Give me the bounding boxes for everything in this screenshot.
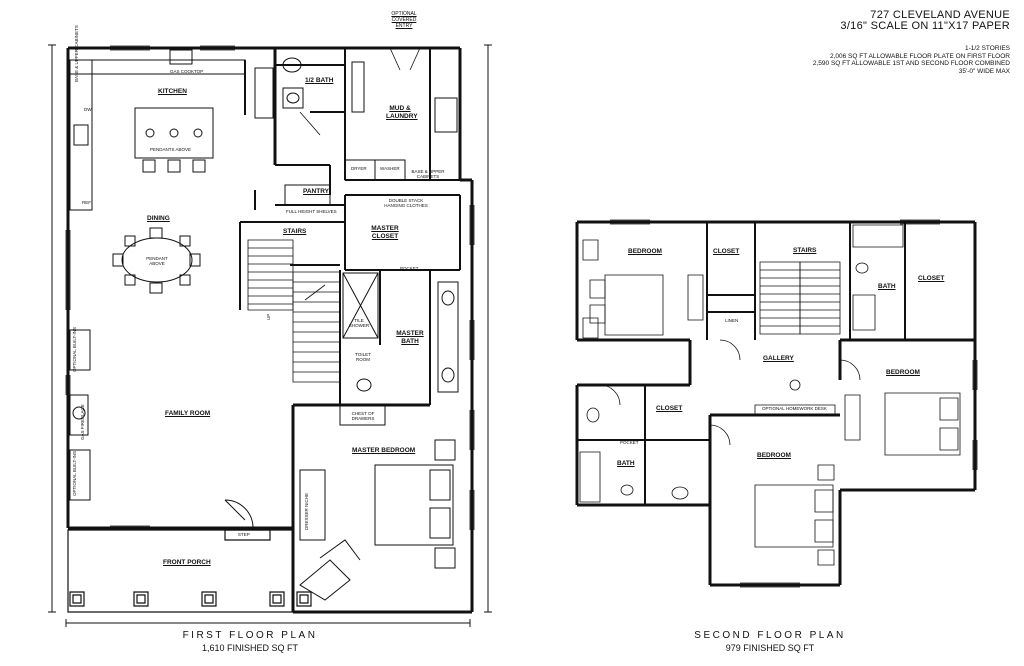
note-first-floor: 2,006 SQ FT ALLOWABLE FLOOR PLATE ON FIR… — [829, 52, 1010, 60]
room-label-bath-w: BATH — [617, 460, 635, 467]
room-label-closet-nw: CLOSET — [713, 248, 740, 255]
note-stories: 1-1/2 STORIES — [964, 45, 1010, 52]
room-label-dining: DINING — [147, 215, 170, 222]
room-label-bedroom-e: BEDROOM — [886, 369, 920, 376]
note-dryer: DRYER — [351, 166, 367, 171]
note-base-upper-kitchen: BASE & UPPER CABINETS — [74, 25, 79, 82]
room-label-master-closet: MASTER CLOSET — [371, 225, 399, 240]
note-builtins-lower: OPTIONAL BUILT-INS — [72, 450, 77, 496]
note-pocket: POCKET — [400, 266, 419, 271]
note-pocket-2: POCKET — [620, 440, 639, 445]
room-label-bedroom-s: BEDROOM — [757, 452, 791, 459]
note-base-upper-laundry: BASE & UPPER CABINETS — [411, 169, 445, 179]
room-label-mud-laundry: MUD & LAUNDRY — [386, 105, 418, 120]
note-chest: CHEST OF DRAWERS — [351, 411, 375, 421]
room-label-closet-ne: CLOSET — [918, 275, 945, 282]
room-label-stairs-2: STAIRS — [793, 247, 817, 254]
room-label-family-room: FAMILY ROOM — [165, 410, 211, 417]
room-label-stairs: STAIRS — [283, 228, 307, 235]
note-homework-desk: OPTIONAL HOMEWORK DESK — [762, 406, 827, 411]
note-combined: 2,590 SQ FT ALLOWABLE 1ST AND SECOND FLO… — [812, 60, 1010, 67]
note-tile-shower: TILE SHOWER — [348, 318, 370, 328]
note-dw: DW — [84, 107, 92, 112]
room-label-bath-ne: BATH — [878, 283, 896, 290]
first-floor-area: 1,610 FINISHED SQ FT — [201, 643, 299, 653]
note-width: 35'-0" WIDE MAX — [958, 67, 1010, 75]
project-scale: 3/16" SCALE ON 11"X17 PAPER — [840, 20, 1010, 32]
note-hanging: DOUBLE STACK HANGING CLOTHES — [384, 198, 428, 208]
note-fireplace: GAS FIREPLACE — [80, 404, 85, 440]
project-address: 727 CLEVELAND AVENUE — [870, 9, 1010, 21]
note-step: STEP — [238, 532, 250, 537]
room-label-front-porch: FRONT PORCH — [163, 559, 211, 566]
note-washer: WASHER — [380, 166, 400, 171]
note-cooktop: GAS COOKTOP — [170, 69, 204, 74]
second-floor-title: SECOND FLOOR PLAN — [694, 630, 846, 641]
first-floor-title: FIRST FLOOR PLAN — [182, 630, 318, 641]
note-shelves: FULL HEIGHT SHELVES — [286, 209, 337, 214]
room-label-gallery: GALLERY — [763, 355, 794, 362]
room-label-closet-w: CLOSET — [656, 405, 683, 412]
room-label-entry: OPTIONAL COVERED ENTRY — [391, 11, 417, 29]
room-label-half-bath: 1/2 BATH — [305, 77, 334, 84]
room-label-linen: LINEN — [725, 318, 739, 323]
note-pendants: PENDANTS ABOVE — [150, 147, 192, 152]
room-label-pantry: PANTRY — [303, 188, 329, 195]
room-label-master-bath: MASTER BATH — [396, 330, 424, 345]
second-floor-area: 979 FINISHED SQ FT — [725, 643, 815, 653]
project-notes: 1-1/2 STORIES 2,006 SQ FT ALLOWABLE FLOO… — [813, 45, 1010, 75]
note-dresser-niche: DRESSER NICHE — [304, 492, 309, 530]
note-builtins-upper: OPTIONAL BUILT-INS — [72, 326, 77, 372]
note-ref: REF — [82, 200, 91, 205]
note-toilet-room: TOILET ROOM — [355, 352, 371, 362]
note-pendant-above: PENDANT ABOVE — [146, 256, 168, 266]
note-stairs-up: UP — [266, 313, 271, 320]
room-label-kitchen: KITCHEN — [158, 88, 187, 95]
project-header: 727 CLEVELAND AVENUE 3/16" SCALE ON 11"X… — [840, 10, 1010, 32]
room-label-bedroom-nw: BEDROOM — [628, 248, 662, 255]
room-label-master-bedroom: MASTER BEDROOM — [352, 447, 416, 454]
